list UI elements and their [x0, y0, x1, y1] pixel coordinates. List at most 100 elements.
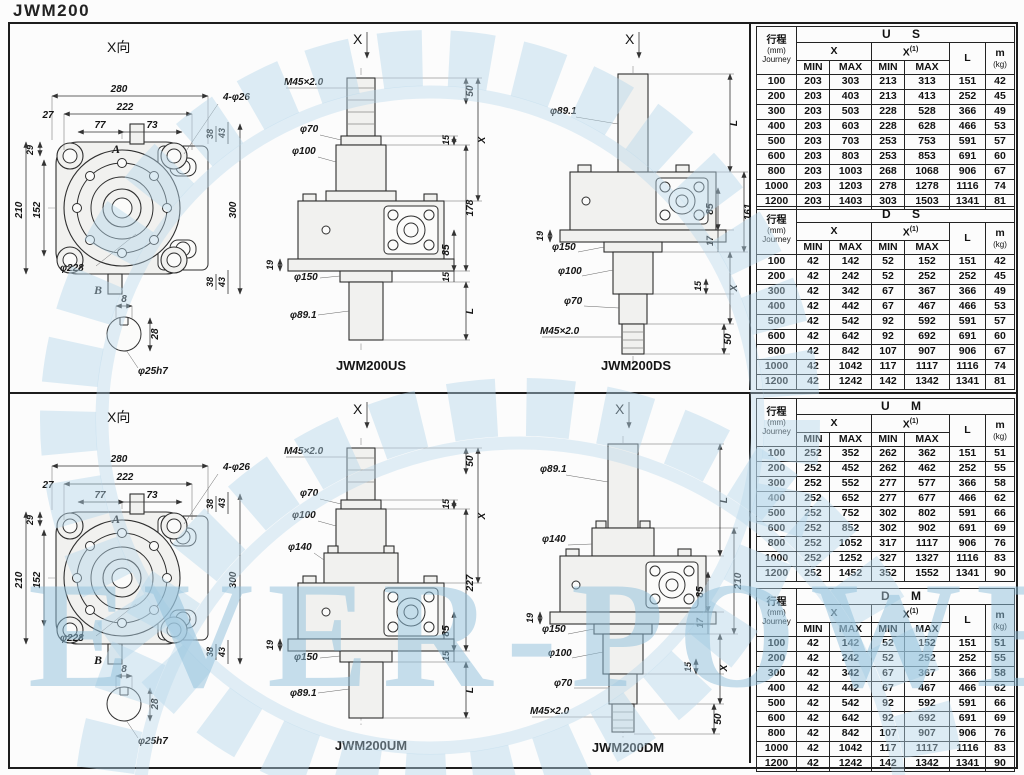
page-title: JWM200 — [13, 1, 91, 20]
table-cell: 1000 — [756, 740, 797, 757]
min-column-header: MIN — [796, 431, 830, 447]
table-cell: 500 — [756, 313, 797, 330]
table-cell: 100 — [756, 445, 797, 462]
dim-label: φ89.1 — [290, 310, 317, 321]
table-cell: 302 — [871, 520, 905, 537]
table-cell: 42 — [796, 740, 830, 757]
dim-label: 19 — [265, 640, 275, 650]
table-cell: 591 — [949, 505, 986, 522]
table-cell: 302 — [871, 505, 905, 522]
table-cell: 117 — [871, 358, 905, 375]
jwm200us-drawing: X M45×2.0 — [265, 31, 488, 373]
dim-label: 27 — [41, 480, 54, 491]
table-um: 行程 (mm) Journey U M X X(1) L m(kg) MIN M… — [756, 398, 1016, 582]
table-cell: 628 — [904, 118, 950, 135]
table-cell: 51 — [984, 635, 1016, 652]
table-title: U M — [795, 398, 1016, 415]
table-cell: 42 — [796, 665, 830, 682]
dim-label: L — [729, 120, 740, 126]
table-cell: 413 — [904, 88, 950, 105]
dim-label: φ150 — [294, 652, 318, 663]
table-dm: 行程 (mm) Journey D M X X(1) L m(kg) MIN M… — [756, 588, 1016, 772]
max-column-header: MAX — [829, 621, 872, 637]
dim-label: φ100 — [558, 266, 582, 277]
table-cell: 151 — [949, 253, 986, 270]
table-cell: 252 — [796, 550, 830, 567]
table-cell: 503 — [829, 103, 872, 120]
x-column-header: X — [796, 42, 872, 61]
dim-label: 15 — [441, 650, 451, 661]
dim-label: 85 — [695, 586, 706, 598]
table-cell: 74 — [984, 358, 1016, 375]
table-cell: 366 — [949, 665, 986, 682]
table-cell: 278 — [871, 178, 905, 195]
front-view-drawing-top: X向 — [14, 39, 250, 377]
table-cell: 400 — [756, 490, 797, 507]
table-cell: 1327 — [904, 550, 950, 567]
table-cell: 42 — [984, 73, 1016, 90]
table-cell: 42 — [796, 343, 830, 360]
max-column-header: MAX — [904, 621, 950, 637]
table-cell: 366 — [949, 475, 986, 492]
table-us: 行程 (mm) Journey U S X X(1) L m(kg) MIN M… — [756, 26, 1016, 210]
table-cell: 76 — [984, 725, 1016, 742]
dim-label: φ100 — [548, 648, 572, 659]
table-cell: 1278 — [904, 178, 950, 195]
upper-panel-divider — [749, 24, 751, 390]
x1-column-header: X(1) — [871, 42, 950, 61]
front-view-drawing-bottom: X向 — [14, 409, 250, 747]
table-cell: 200 — [756, 268, 797, 285]
table-cell: 142 — [829, 253, 872, 270]
dim-label: 29 — [25, 145, 35, 156]
dim-label: 43 — [217, 277, 227, 288]
min-column-header: MIN — [871, 431, 905, 447]
dim-label: 85 — [441, 244, 452, 256]
table-cell: 352 — [829, 445, 872, 462]
min-column-header: MIN — [871, 621, 905, 637]
table-cell: 753 — [904, 133, 950, 150]
table-cell: 603 — [829, 118, 872, 135]
um-dimensions: M45×2.0 φ70 φ100 φ140 19 φ150 φ89.1 50 1 — [265, 446, 488, 719]
dim-label: 19 — [535, 231, 545, 241]
table-cell: 203 — [796, 163, 830, 180]
table-cell: 466 — [949, 298, 986, 315]
table-cell: 228 — [871, 103, 905, 120]
max-column-header: MAX — [829, 431, 872, 447]
table-cell: 100 — [756, 253, 797, 270]
table-cell: 591 — [949, 313, 986, 330]
table-cell: 1342 — [904, 755, 950, 772]
dim-label: M45×2.0 — [540, 326, 580, 337]
dim-label: 222 — [116, 472, 134, 483]
min-column-header: MIN — [871, 59, 905, 75]
table-cell: 42 — [796, 695, 830, 712]
table-cell: 467 — [904, 680, 950, 697]
table-cell: 591 — [949, 133, 986, 150]
table-cell: 213 — [871, 88, 905, 105]
lower-panel-border — [8, 392, 1018, 769]
dim-label: φ150 — [552, 242, 576, 253]
table-cell: 62 — [984, 490, 1016, 507]
table-cell: 252 — [796, 475, 830, 492]
min-column-header: MIN — [796, 239, 830, 255]
table-cell: 400 — [756, 680, 797, 697]
table-cell: 313 — [904, 73, 950, 90]
table-cell: 83 — [984, 550, 1016, 567]
shaft-end-detail: 8 28 φ25h7 — [106, 664, 168, 747]
l-column-header: L — [949, 604, 986, 637]
model-label: JWM200US — [336, 358, 406, 373]
table-cell: 300 — [756, 475, 797, 492]
table-ds: 行程 (mm) Journey D S X X(1) L m(kg) MIN M… — [756, 206, 1016, 390]
table-cell: 67 — [871, 283, 905, 300]
dim-label: L — [465, 687, 476, 693]
table-cell: 1342 — [904, 373, 950, 390]
table-cell: 677 — [904, 490, 950, 507]
dim-label: φ25h7 — [138, 366, 168, 377]
table-cell: 252 — [796, 565, 830, 582]
